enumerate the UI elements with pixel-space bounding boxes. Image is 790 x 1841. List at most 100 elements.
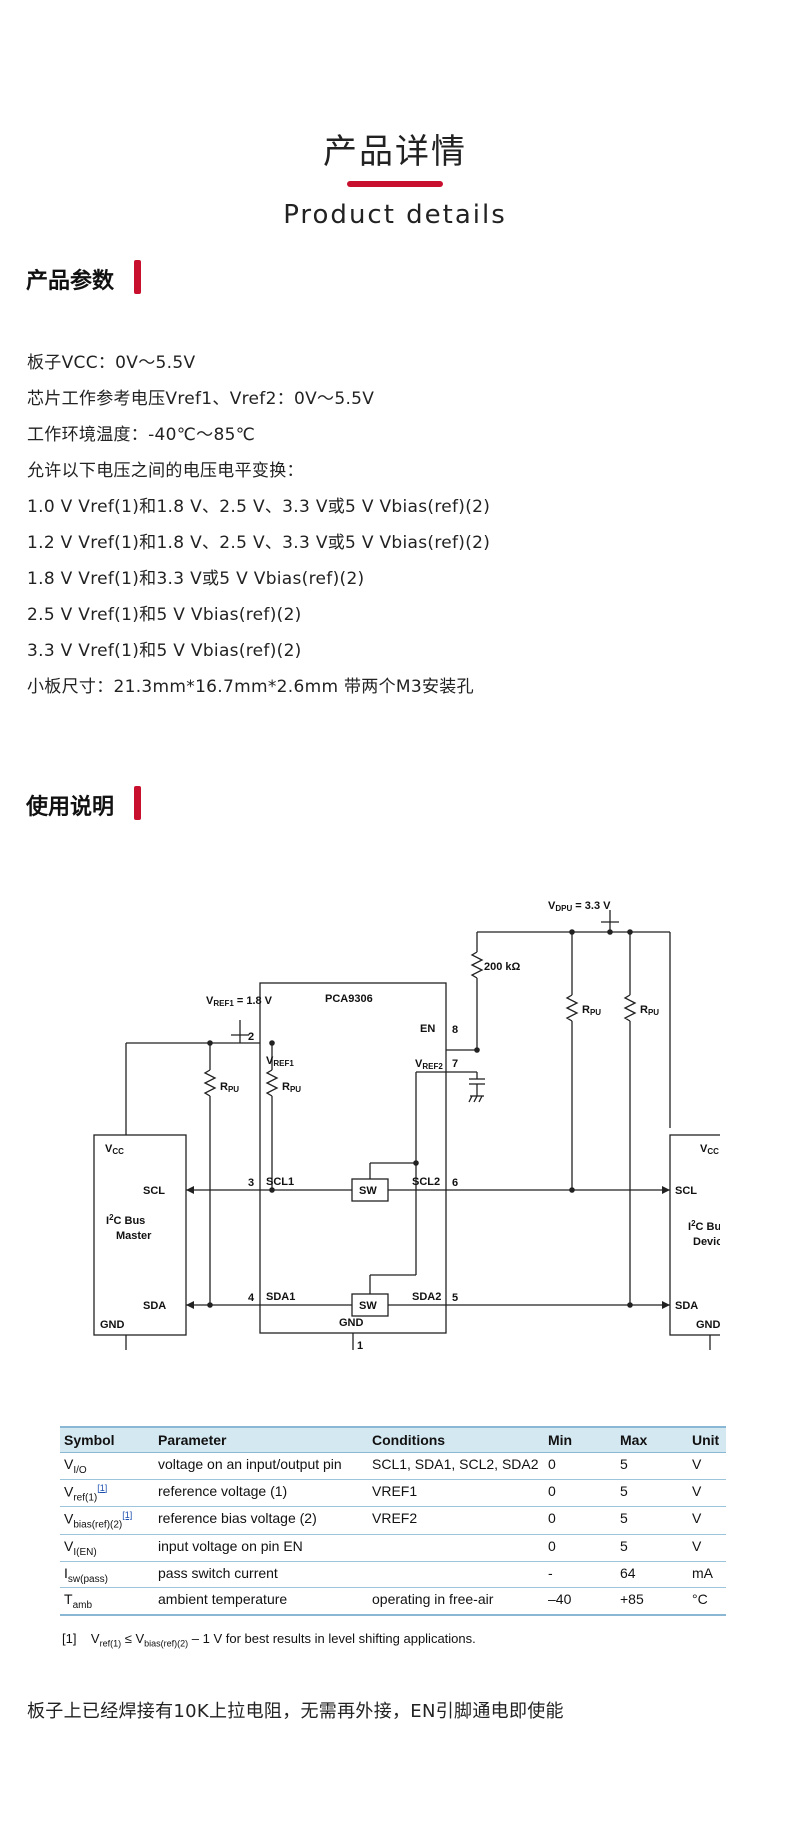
cell-symbol: VI(EN) <box>60 1534 154 1562</box>
param-line: 允许以下电压之间的电压电平变换： <box>27 461 304 481</box>
cell-max: 5 <box>616 1479 688 1508</box>
pin-num-8: 8 <box>452 1024 458 1036</box>
vref1-label: VREF1 = 1.8 V <box>206 995 273 1008</box>
pin-en-label: EN <box>420 1023 435 1035</box>
cell-max: 5 <box>616 1452 688 1480</box>
cell-min: 0 <box>544 1534 616 1562</box>
table-row: Tamb ambient temperature operating in fr… <box>60 1587 726 1617</box>
cell-min: 0 <box>544 1452 616 1480</box>
sw1-label: SW <box>359 1185 377 1197</box>
cell-max: 64 <box>616 1561 688 1589</box>
title-underline <box>347 181 443 187</box>
master-title-line2: Master <box>116 1230 152 1242</box>
page-title: 产品详情 <box>323 132 467 172</box>
master-vcc-label: VCC <box>105 1143 124 1156</box>
res-200k-label: 200 kΩ <box>484 961 521 973</box>
cell-symbol: Isw(pass) <box>60 1561 154 1589</box>
usage-heading: 使用说明 <box>26 795 115 820</box>
cell-parameter: ambient temperature <box>154 1587 368 1617</box>
sw2-label: SW <box>359 1300 377 1312</box>
spec-table: Symbol Parameter Conditions Min Max Unit… <box>60 1426 726 1617</box>
cell-symbol: Vbias(ref)(2)[1] <box>60 1506 154 1535</box>
cell-conditions <box>368 1534 544 1562</box>
param-line: 3.3 V Vref(1)和5 V Vbias(ref)(2) <box>27 641 302 661</box>
chip-gnd-label: GND <box>339 1317 364 1329</box>
master-gnd-label: GND <box>100 1319 125 1331</box>
pin-num-1: 1 <box>357 1340 363 1350</box>
device-sda-label: SDA <box>675 1300 698 1312</box>
param-line: 工作环境温度：-40℃～85℃ <box>27 425 256 445</box>
footnote-marker: [1] <box>62 1631 77 1646</box>
table-row: Vref(1)[1] reference voltage (1) VREF1 0… <box>60 1479 726 1508</box>
col-header: Conditions <box>368 1426 544 1453</box>
param-line: 小板尺寸：21.3mm*16.7mm*2.6mm 带两个M3安装孔 <box>27 677 474 697</box>
device-gnd-label: GND <box>696 1319 720 1331</box>
cell-unit: V <box>688 1534 726 1562</box>
cell-min: 0 <box>544 1506 616 1535</box>
master-scl-label: SCL <box>143 1185 165 1197</box>
params-list: 板子VCC：0V～5.5V 芯片工作参考电压Vref1、Vref2：0V～5.5… <box>27 345 767 705</box>
col-header: Unit <box>688 1426 726 1453</box>
pin-vref1-label: VREF1 <box>266 1055 294 1068</box>
master-title: I2C Bus <box>106 1213 145 1227</box>
cell-symbol: Vref(1)[1] <box>60 1479 154 1508</box>
col-header: Symbol <box>60 1426 154 1453</box>
rpu-label: RPU <box>582 1004 601 1017</box>
pin-num-3: 3 <box>248 1177 254 1189</box>
cell-parameter: reference voltage (1) <box>154 1479 368 1508</box>
device-scl-label: SCL <box>675 1185 697 1197</box>
cell-max: 5 <box>616 1534 688 1562</box>
cell-unit: V <box>688 1479 726 1508</box>
col-header: Min <box>544 1426 616 1453</box>
cell-symbol: VI/O <box>60 1452 154 1480</box>
cell-parameter: reference bias voltage (2) <box>154 1506 368 1535</box>
cell-parameter: voltage on an input/output pin <box>154 1452 368 1480</box>
pin-scl1-label: SCL1 <box>266 1176 294 1188</box>
master-sda-label: SDA <box>143 1300 166 1312</box>
param-line: 1.0 V Vref(1)和1.8 V、2.5 V、3.3 V或5 V Vbia… <box>27 497 491 517</box>
device-title: I2C Bus <box>688 1219 720 1233</box>
cell-symbol: Tamb <box>60 1587 154 1617</box>
rpu-label: RPU <box>640 1004 659 1017</box>
vdpu-label: VDPU = 3.3 V <box>548 900 611 913</box>
circuit-diagram: VDPU = 3.3 V 200 kΩ RPU RPU VREF1 = 1.8 … <box>93 900 720 1350</box>
cell-conditions <box>368 1561 544 1589</box>
param-line: 板子VCC：0V～5.5V <box>27 353 196 373</box>
col-header: Parameter <box>154 1426 368 1453</box>
footnote-link[interactable]: [1] <box>97 1482 108 1493</box>
usage-heading-mark <box>134 786 141 820</box>
pin-scl2-label: SCL2 <box>412 1176 440 1188</box>
device-vcc-label: VCC <box>700 1143 719 1156</box>
cell-parameter: pass switch current <box>154 1561 368 1589</box>
cell-conditions: VREF1 <box>368 1479 544 1508</box>
chip-name: PCA9306 <box>325 993 373 1005</box>
cell-max: +85 <box>616 1587 688 1617</box>
cell-conditions: operating in free-air <box>368 1587 544 1617</box>
pin-num-4: 4 <box>248 1292 255 1304</box>
cell-conditions: VREF2 <box>368 1506 544 1535</box>
params-heading: 产品参数 <box>26 269 115 294</box>
pin-vref2-label: VREF2 <box>415 1058 443 1071</box>
cell-unit: °C <box>688 1587 726 1617</box>
pin-sda1-label: SDA1 <box>266 1291 295 1303</box>
table-row: Isw(pass) pass switch current - 64 mA <box>60 1561 726 1589</box>
params-heading-mark <box>134 260 141 294</box>
col-header: Max <box>616 1426 688 1453</box>
cell-min: - <box>544 1561 616 1589</box>
param-line: 2.5 V Vref(1)和5 V Vbias(ref)(2) <box>27 605 302 625</box>
footnote-link[interactable]: [1] <box>122 1510 133 1521</box>
table-footnote: [1] Vref(1) ≤ Vbias(ref)(2) – 1 V for be… <box>62 1631 476 1649</box>
table-row: VI(EN) input voltage on pin EN 0 5 V <box>60 1534 726 1562</box>
pin-num-6: 6 <box>452 1177 458 1189</box>
cell-min: –40 <box>544 1587 616 1617</box>
cell-max: 5 <box>616 1506 688 1535</box>
rpu-label: RPU <box>220 1081 239 1094</box>
page-subtitle: Product details <box>283 200 507 230</box>
pin-num-2: 2 <box>248 1031 254 1043</box>
param-line: 芯片工作参考电压Vref1、Vref2：0V～5.5V <box>27 389 375 409</box>
cell-conditions: SCL1, SDA1, SCL2, SDA2 <box>368 1452 544 1480</box>
param-line: 1.8 V Vref(1)和3.3 V或5 V Vbias(ref)(2) <box>27 569 365 589</box>
cell-unit: V <box>688 1506 726 1535</box>
pin-sda2-label: SDA2 <box>412 1291 441 1303</box>
cell-unit: V <box>688 1452 726 1480</box>
